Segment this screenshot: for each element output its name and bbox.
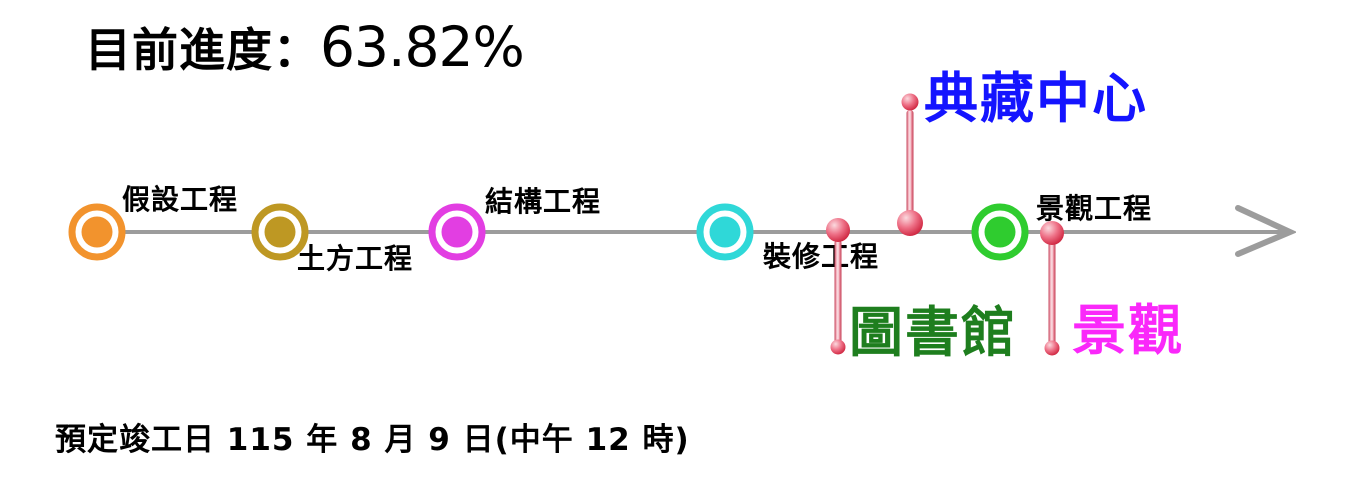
progress-label: 目前進度： <box>85 23 320 77</box>
milestone-label: 景觀工程 <box>1036 192 1153 225</box>
pushpin-stem <box>906 110 914 222</box>
pushpin-stem <box>1048 242 1056 348</box>
milestone-marker-icon <box>428 203 486 261</box>
pushpin-end-icon <box>901 93 919 111</box>
progress-value: 63.82% <box>320 15 525 79</box>
milestone-marker-icon <box>971 203 1029 261</box>
milestone-marker-icon <box>68 203 126 261</box>
milestone-marker-core <box>264 216 296 248</box>
milestone-marker-core <box>441 216 473 248</box>
pushpin-head-icon <box>1040 221 1064 245</box>
pushpin-head-icon <box>826 218 850 242</box>
timeline-line <box>97 230 1283 234</box>
pin-label-landscape: 景觀 <box>1072 299 1184 362</box>
pushpin-end-icon <box>830 339 846 355</box>
milestone-marker-icon <box>696 203 754 261</box>
milestone-label: 裝修工程 <box>763 240 880 273</box>
pushpin-stem <box>834 240 842 346</box>
arrow-right-icon <box>1235 205 1296 257</box>
pushpin-head-icon <box>897 210 923 236</box>
milestone-label: 結構工程 <box>485 185 602 218</box>
progress-title: 目前進度： 63.82% <box>85 14 525 80</box>
milestone-label: 假設工程 <box>122 183 239 216</box>
milestone-marker-icon <box>251 203 309 261</box>
milestone-label: 土方工程 <box>297 242 414 275</box>
pin-label-library: 圖書館 <box>849 301 1017 364</box>
pin-label-collection-center: 典藏中心 <box>924 67 1148 130</box>
completion-date-text: 預定竣工日 115 年 8 月 9 日(中午 12 時) <box>55 422 690 458</box>
milestone-marker-core <box>709 216 741 248</box>
milestone-marker-core <box>984 216 1016 248</box>
pushpin-end-icon <box>1044 340 1060 356</box>
milestone-marker-core <box>81 216 113 248</box>
